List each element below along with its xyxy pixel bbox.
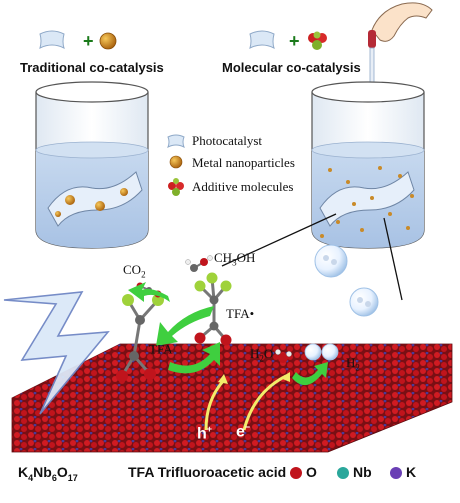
green-arrows [128, 282, 328, 386]
atom-legend [290, 467, 402, 479]
h2-bubble [349, 287, 379, 317]
tfa-definition: TFA Trifluoroacetic acid [128, 464, 287, 480]
co2-label: CO2 [123, 262, 146, 280]
crystal-formula: K4Nb6O17 [18, 464, 78, 483]
legend-additive-label: Additive molecules [192, 179, 294, 194]
hole-label: h+ [197, 424, 213, 443]
carrier-arrows [204, 374, 287, 431]
molecular-title: Molecular co-catalysis [222, 60, 361, 75]
ch3oh-molecule [185, 255, 213, 272]
tfa-radical-label: TFA• [226, 306, 255, 321]
tfa-anion-molecule [116, 294, 164, 382]
plus-icon: + [289, 31, 300, 51]
legend-nanoparticle-icon [169, 155, 183, 169]
carrier-arrowheads [218, 372, 290, 384]
h2-label: H2 [346, 355, 360, 373]
ch3oh-label: CH3OH [214, 250, 256, 268]
atom-label-nb: Nb [353, 464, 372, 480]
light-bolt-icon [3, 291, 110, 415]
electron-label: e− [236, 422, 251, 441]
beaker-molecular [311, 81, 425, 249]
tfa-anion-label: TFA− [149, 340, 178, 357]
h2o-label: H2O [250, 346, 274, 364]
beaker-traditional [35, 81, 149, 249]
legend-photocatalyst-icon [167, 134, 185, 149]
legend-metal-label: Metal nanoparticles [192, 155, 295, 170]
legend-additive-icon [168, 178, 184, 196]
zoom-lines [221, 213, 403, 301]
photocatalyst-sheet-icon [39, 30, 65, 49]
plus-icon: + [83, 31, 94, 51]
atom-label-o: O [306, 464, 317, 480]
metal-nanoparticle-icon [99, 32, 117, 50]
h2o-molecule [275, 349, 292, 363]
legend-photocatalyst-label: Photocatalyst [192, 133, 263, 148]
atom-label-k: K [406, 464, 417, 480]
additive-molecule-icon [308, 31, 327, 50]
h2-product-bubble [304, 343, 339, 361]
photocatalyst-sheet-icon [249, 30, 275, 49]
traditional-title: Traditional co-catalysis [20, 60, 164, 75]
h2-bubble [314, 244, 348, 278]
tfa-radical-molecule [194, 272, 232, 346]
